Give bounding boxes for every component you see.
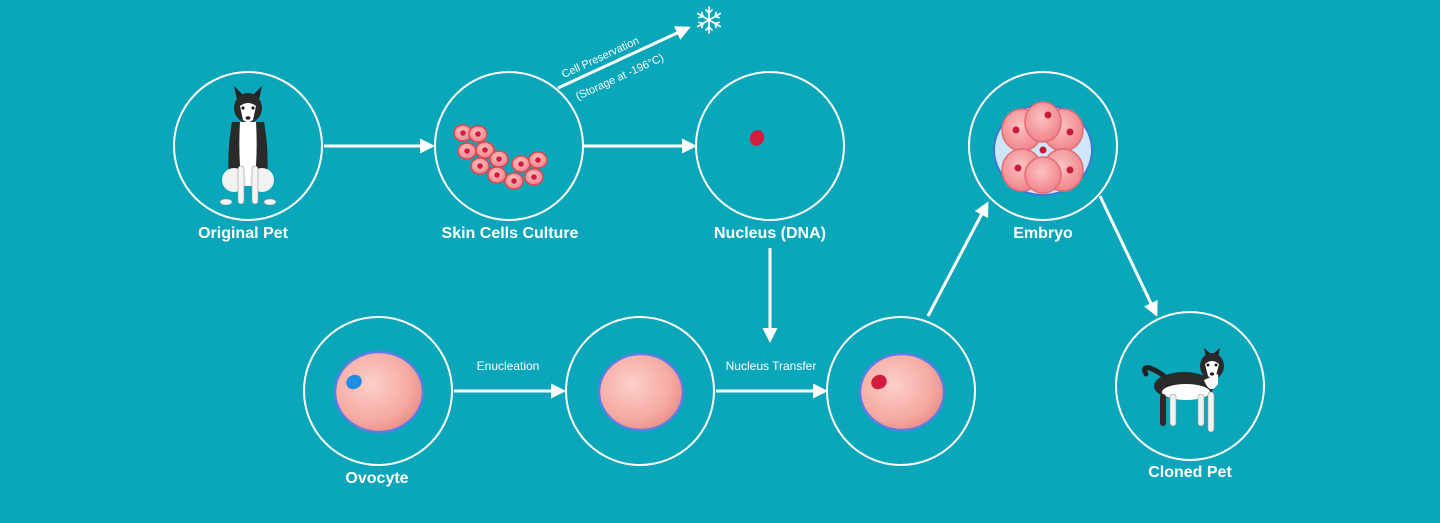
skin-cells-illustration [453, 124, 548, 190]
transferred-egg-illustration [858, 352, 946, 432]
arrow-to-cloned [1098, 195, 1158, 317]
embryo-illustration [993, 101, 1093, 196]
snowflake-icon [696, 6, 722, 34]
label-nucleus-transfer: Nucleus Transfer [725, 359, 817, 373]
label-cloned-pet: Cloned Pet [1148, 464, 1232, 481]
ovocyte-illustration [333, 350, 425, 434]
label-ovocyte: Ovocyte [345, 470, 409, 487]
husky-sitting-illustration [219, 86, 277, 206]
circle-skin-cells [434, 71, 584, 221]
circle-original-pet [173, 71, 323, 221]
nucleus-dna-dot [749, 130, 765, 146]
connectors [324, 26, 1158, 399]
circle-cloned-pet [1115, 311, 1265, 461]
circle-embryo [968, 71, 1118, 221]
circle-ovocyte [303, 316, 453, 466]
husky-standing-illustration [1142, 348, 1224, 433]
arrow-to-embryo [926, 201, 989, 317]
label-skin-cells: Skin Cells Culture [441, 225, 579, 242]
circle-transferred [826, 316, 976, 466]
label-original-pet: Original Pet [198, 225, 288, 242]
label-nucleus: Nucleus (DNA) [713, 225, 826, 242]
circle-enucleated [565, 316, 715, 466]
enucleated-egg-illustration [597, 352, 685, 432]
label-embryo: Embryo [1013, 225, 1073, 242]
label-enucleation: Enucleation [476, 359, 540, 373]
arrow-cell-preservation [557, 26, 691, 90]
circle-nucleus [695, 71, 845, 221]
